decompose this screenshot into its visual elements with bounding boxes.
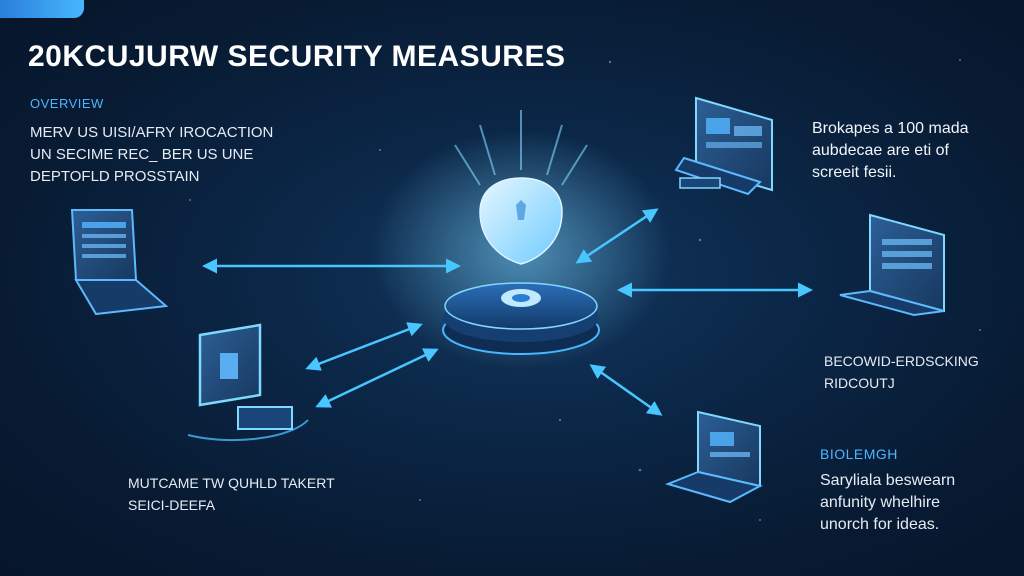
bottom-right-heading: BIOLEMGH: [820, 446, 898, 462]
laptop-icon: [839, 213, 945, 317]
monitor-icon: [187, 323, 309, 442]
background-stars: [189, 59, 981, 521]
mid-right-line: RIDCOUTJ: [824, 375, 895, 391]
arrow-right-bottom: [589, 364, 663, 416]
bottom-right-text: Saryliala beswearn anfunity whelhire uno…: [820, 470, 955, 536]
top-right-line: aubdecae are eti of: [812, 142, 949, 159]
lock-icon: [220, 353, 238, 379]
arrow-left-mid: [305, 322, 423, 371]
top-right-line: screeit fesii.: [812, 164, 897, 181]
top-right-line: Brokapes a 100 mada: [812, 120, 969, 137]
bottom-right-line: unorch for ideas.: [820, 516, 940, 533]
bottom-right-line: Saryliala beswearn: [820, 472, 956, 489]
bottom-left-line: MUTCAME TW QUHLD TAKERT: [128, 475, 335, 491]
monitor-icon: [674, 96, 773, 196]
shield-icon: [479, 177, 563, 265]
overview-text: MERV US UISI/AFRY IROCACTION UN SECIME R…: [30, 122, 273, 188]
laptop-icon: [70, 209, 169, 316]
arrow-left-bottom: [315, 348, 439, 408]
corner-tab: [0, 0, 84, 18]
arrow-right-top: [575, 208, 659, 264]
laptop-icon: [664, 410, 763, 504]
overview-line: UN SECIME REC_ BER US UNE: [30, 146, 254, 163]
bottom-left-text: MUTCAME TW QUHLD TAKERT SEICI-DEEFA: [128, 472, 335, 516]
page-title: 20KCUJURW SECURITY MEASURES: [28, 40, 566, 73]
overview-heading: OVERVIEW: [30, 96, 104, 111]
mid-right-text: BECOWID-ERDSCKING RIDCOUTJ: [824, 350, 979, 394]
bottom-right-line: anfunity whelhire: [820, 494, 941, 511]
overview-line: DEPTOFLD PROSSTAIN: [30, 168, 200, 185]
bottom-left-line: SEICI-DEEFA: [128, 497, 216, 513]
central-hub: [371, 110, 671, 370]
connection-arrows: [202, 208, 813, 416]
top-right-text: Brokapes a 100 mada aubdecae are eti of …: [812, 118, 969, 184]
overview-line: MERV US UISI/AFRY IROCACTION: [30, 124, 274, 141]
mid-right-line: BECOWID-ERDSCKING: [824, 353, 979, 369]
